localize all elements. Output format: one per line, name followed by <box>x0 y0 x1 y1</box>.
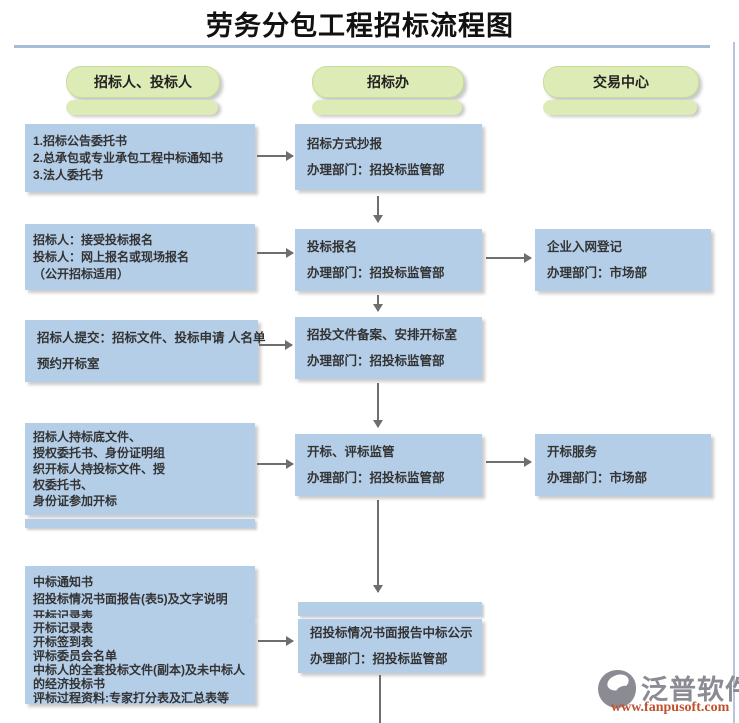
node-line: 中标人的全套投标文件(副本)及未中标人 <box>33 663 245 677</box>
node-line: 中标通知书 <box>33 575 94 589</box>
column-header-bidding-office: 招标办 <box>312 66 464 98</box>
node-r2-right: 企业入网登记 办理部门：市场部 <box>535 229 711 291</box>
arrow-r1-to-r2 <box>373 196 383 223</box>
node-line: 开标服务 <box>547 444 598 459</box>
node-line: 办理部门：市场部 <box>547 470 648 485</box>
node-line: 招标人：接受投标报名 <box>33 233 154 247</box>
node-line: 招标方式抄报 <box>307 136 383 151</box>
node-r4-left-echo <box>25 519 255 528</box>
flow-tail-line <box>379 675 381 723</box>
column-header-label: 交易中心 <box>593 74 649 90</box>
arrow-r3-left-to-mid <box>259 340 293 350</box>
arrow-r4-to-r5 <box>373 500 383 593</box>
node-r1-left: 1.招标公告委托书 2.总承包或专业承包工程中标通知书 3.法人委托书 <box>25 124 255 192</box>
column-header-label: 招标办 <box>367 74 409 90</box>
node-line: 评标委员会名单 <box>33 649 118 663</box>
node-line: 预约开标室 <box>37 356 100 371</box>
page-title: 劳务分包工程招标流程图 <box>206 11 514 41</box>
node-r5-mid: 招投标情况书面报告中标公示 办理部门：招投标监管部 <box>298 619 482 673</box>
node-r4-left: 招标人持标底文件、 授权委托书、身份证明组 织开标人持投标文件、授 权委托书、 … <box>25 423 255 515</box>
node-r5-mid-echo <box>298 602 482 616</box>
node-line: 招投标情况书面报告(表5)及文字说明 <box>33 592 228 606</box>
column-header-bidding-office-shadow <box>312 100 462 115</box>
node-line: 开标记录表 <box>33 609 94 618</box>
node-line: 办理部门：招投标监管部 <box>307 353 445 368</box>
node-line: 办理部门：招投标监管部 <box>307 162 445 177</box>
node-line: （公开招标适用） <box>33 267 130 281</box>
node-line: 1.招标公告委托书 <box>33 134 128 148</box>
node-line: 投标人：网上报名或现场报名 <box>33 250 190 264</box>
node-line: 办理部门：招投标监管部 <box>307 470 445 485</box>
title-divider <box>14 45 710 48</box>
arrow-r3-to-r4 <box>373 383 383 428</box>
node-line: 权委托书、 <box>33 478 94 492</box>
arrow-r4-mid-to-right <box>486 457 532 467</box>
node-r3-left: 招标人提交：招标文件、投标申请 人名单 预约开标室 <box>25 320 266 382</box>
vendor-url-link[interactable]: www.fanpusoft.com <box>611 700 730 715</box>
node-line: 招投文件备案、安排开标室 <box>307 327 458 342</box>
page-right-border <box>733 42 735 723</box>
node-r4-mid: 开标、评标监管 办理部门：招投标监管部 <box>295 434 482 496</box>
node-line: 招投标情况书面报告中标公示 <box>310 625 473 640</box>
node-line: 身份证参加开标 <box>33 494 118 508</box>
node-r2-mid: 投标报名 办理部门：招投标监管部 <box>295 229 482 291</box>
node-line: 招标人持标底文件、 <box>33 430 142 444</box>
node-line: 招标人提交：招标文件、投标申请 人名单 <box>37 330 266 345</box>
arrow-r1-left-to-mid <box>257 151 294 161</box>
node-line: 授权委托书、身份证明组 <box>33 446 166 460</box>
node-r1-mid: 招标方式抄报 办理部门：招投标监管部 <box>295 124 482 190</box>
node-line: 投标报名 <box>307 239 358 254</box>
column-header-trade-center: 交易中心 <box>543 66 699 98</box>
node-line: 办理部门：市场部 <box>547 265 648 280</box>
arrow-r5-left-to-mid <box>258 636 294 646</box>
node-r3-mid: 招投文件备案、安排开标室 办理部门：招投标监管部 <box>295 317 482 379</box>
node-line: 开标、评标监管 <box>307 444 395 459</box>
node-line: 开标记录表 <box>33 621 94 635</box>
arrow-r2-left-to-mid <box>257 248 294 258</box>
node-line: 办理部门：招投标监管部 <box>307 265 445 280</box>
node-line: 2.总承包或专业承包工程中标通知书 <box>33 151 224 165</box>
node-line: 评标过程资料:专家打分表及汇总表等 <box>33 691 229 705</box>
node-r4-right: 开标服务 办理部门：市场部 <box>535 434 711 496</box>
column-header-bidders: 招标人、投标人 <box>66 66 220 98</box>
node-r5-left-back: 中标通知书 招投标情况书面报告(表5)及文字说明 开标记录表 <box>25 566 255 618</box>
arrow-r2-mid-to-right <box>486 253 532 263</box>
arrow-r2-to-r3 <box>373 295 383 312</box>
node-r2-left: 招标人：接受投标报名 投标人：网上报名或现场报名 （公开招标适用） <box>25 224 255 290</box>
node-line: 办理部门：招投标监管部 <box>310 651 448 666</box>
column-header-label: 招标人、投标人 <box>94 74 192 90</box>
node-line: 企业入网登记 <box>547 239 623 254</box>
fanpu-logo-icon <box>598 670 636 708</box>
node-line: 的经济投标书 <box>33 677 106 691</box>
node-line: 开标签到表 <box>33 635 94 649</box>
column-header-bidders-shadow <box>66 100 218 115</box>
node-line: 3.法人委托书 <box>33 168 104 182</box>
column-header-trade-center-shadow <box>543 100 697 115</box>
vendor-brand: 泛普软件 <box>641 675 739 705</box>
arrow-r4-left-to-mid <box>257 459 294 469</box>
node-line: 织开标人持投标文件、授 <box>33 462 166 476</box>
node-r5-left-front: 开标记录表 开标签到表 评标委员会名单 中标人的全套投标文件(副本)及未中标人 … <box>25 618 255 705</box>
